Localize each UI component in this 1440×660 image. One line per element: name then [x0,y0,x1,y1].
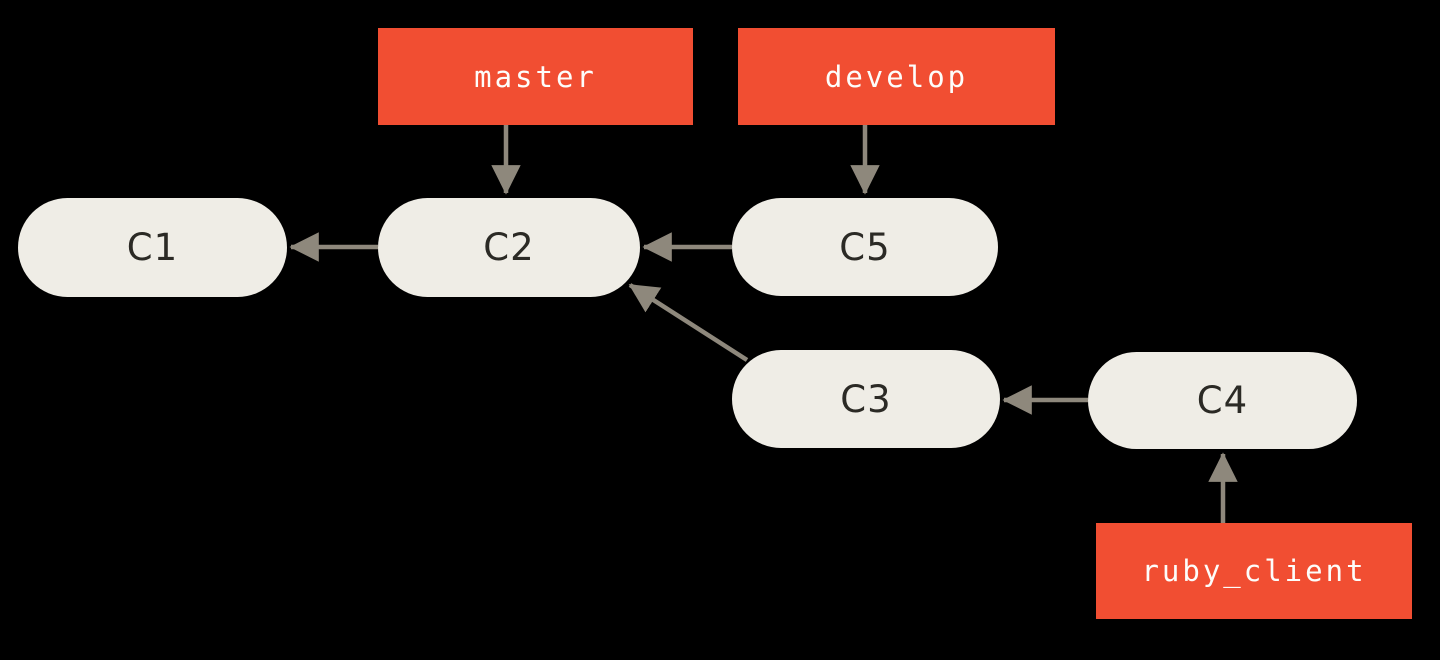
commit-label-text: C4 [1196,379,1249,422]
branch-label-text: master [474,59,597,94]
branch-label-text: ruby_client [1141,554,1367,588]
commit-label-text: C2 [483,226,535,269]
branch-label-develop: develop [738,28,1055,125]
commit-label-text: C5 [839,225,891,269]
commit-node-C2: C2 [378,198,640,297]
branch-label-text: develop [824,59,969,94]
commit-label-text: C3 [840,377,892,421]
commit-node-C4: C4 [1088,352,1357,449]
branch-label-ruby_client: ruby_client [1096,523,1412,619]
commit-node-C3: C3 [732,350,1000,448]
commit-node-C1: C1 [18,198,287,297]
commit-node-C5: C5 [732,198,998,296]
commit-label-text: C1 [126,226,179,269]
branch-label-master: master [378,28,693,125]
edge-C3-to-C2 [628,283,749,362]
